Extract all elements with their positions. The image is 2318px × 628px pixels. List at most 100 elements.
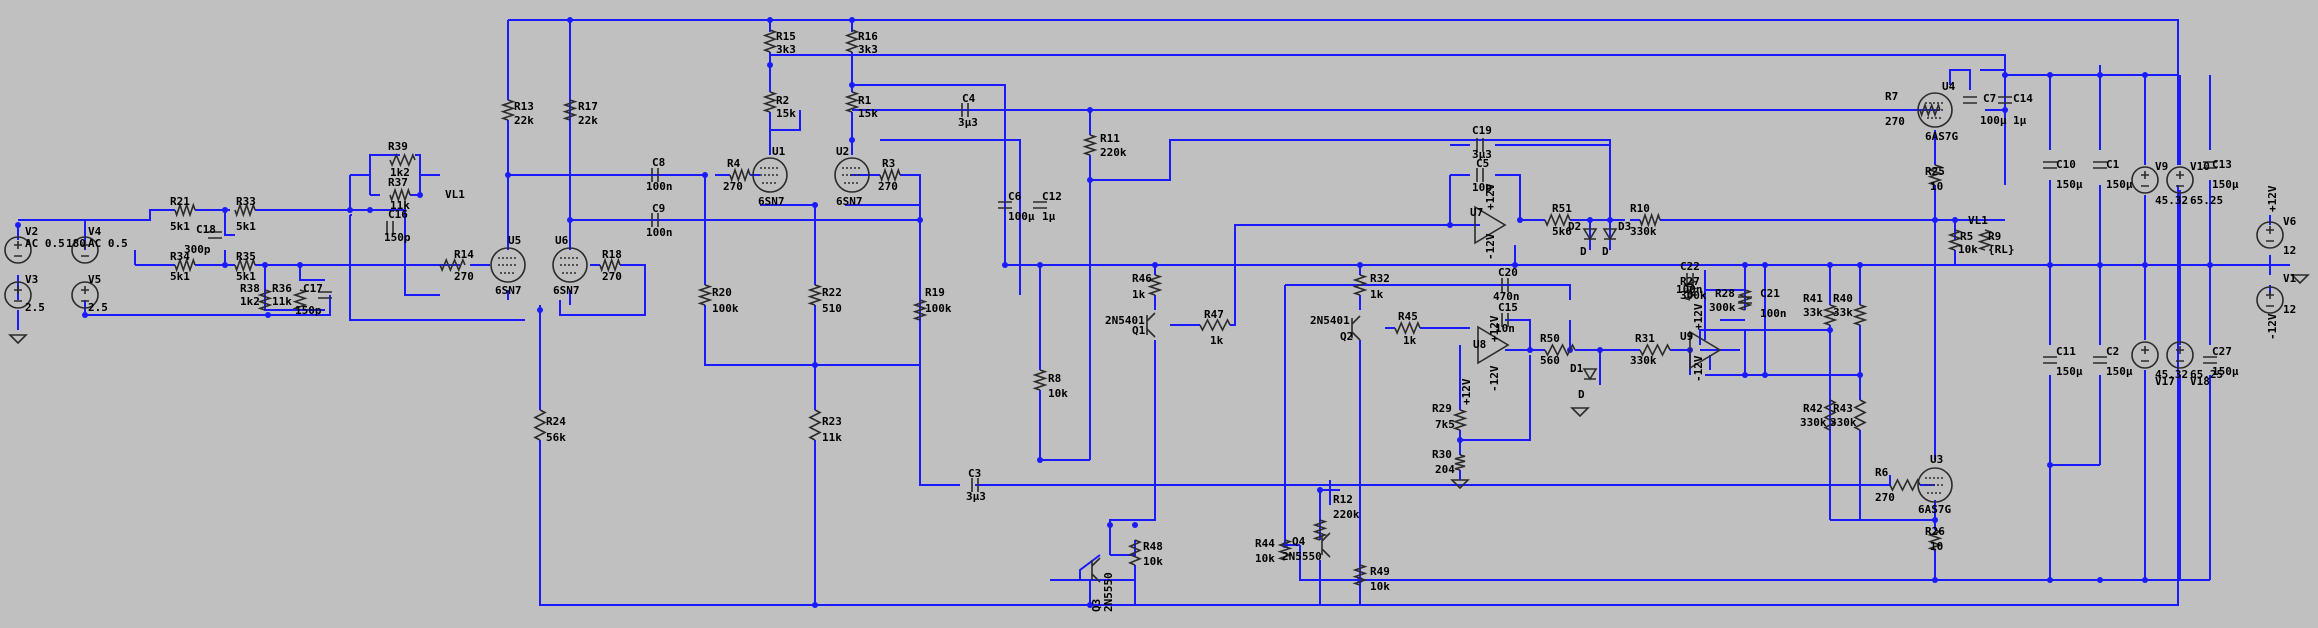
- val-R3: 270: [878, 180, 898, 193]
- val-C15: 10n: [1495, 322, 1515, 335]
- ref-R22: R22: [822, 286, 842, 299]
- resistor-symbol-R25: [1927, 164, 1943, 186]
- resistor-symbol-R42: [1823, 399, 1837, 431]
- val-R5: 10k: [1958, 243, 1978, 256]
- resistor-symbol-R35: [234, 257, 256, 273]
- ref-R15: R15: [776, 30, 796, 43]
- resistor-symbol-R21: [174, 202, 196, 218]
- v6-net-label: +12V: [2266, 185, 2279, 212]
- ref-Q3: Q3: [1090, 599, 1103, 612]
- resistor-symbol-R44: [1277, 539, 1293, 561]
- val-R7: 270: [1885, 115, 1905, 128]
- diode-symbol-D2: [1582, 228, 1598, 241]
- ref-C13: C13: [2212, 158, 2232, 171]
- ref-V10: V10: [2190, 160, 2210, 173]
- val-C10: 150µ: [2056, 178, 2083, 191]
- source-symbol-V1: [2256, 286, 2284, 314]
- resistor-symbol-R31: [1639, 343, 1671, 357]
- resistor-symbol-R30: [1454, 454, 1466, 471]
- ref-R19: R19: [925, 286, 945, 299]
- ref-C14: C14: [2013, 92, 2033, 105]
- ref-U7: U7: [1470, 206, 1483, 219]
- val-R42: 330k: [1800, 416, 1827, 429]
- ref-U4: U4: [1942, 80, 1956, 93]
- source-polarity-V17: [2141, 346, 2149, 362]
- val-C1: 150µ: [2106, 178, 2133, 191]
- ref-U1: U1: [772, 145, 786, 158]
- val-R20: 100k: [712, 302, 739, 315]
- ref-C22: C22: [1680, 260, 1700, 273]
- val-R14: 270: [454, 270, 474, 283]
- ref-R33: R33: [236, 195, 256, 208]
- ref-R14: R14: [454, 248, 474, 261]
- ref-R17: R17: [578, 100, 598, 113]
- ref-C21: C21: [1760, 287, 1780, 300]
- capacitor-symbol-C20: [1501, 278, 1509, 292]
- val-R16: 3k3: [858, 43, 878, 56]
- val-R10: 330k: [1630, 225, 1657, 238]
- resistor-symbol-R38: [257, 289, 273, 311]
- capacitor-symbol-C12: [1033, 201, 1047, 209]
- ref-R43: R43: [1833, 402, 1853, 415]
- val-R33: 5k1: [236, 220, 256, 233]
- ref-U8: U8: [1473, 338, 1486, 351]
- resistor-symbol-R22: [807, 284, 823, 306]
- capacitor-symbol-C13: [2203, 161, 2217, 169]
- ref-R48: R48: [1143, 540, 1163, 553]
- val-R39: 1k2: [390, 166, 410, 179]
- transistor-symbol-Q1: [1146, 312, 1156, 338]
- val-V2: AC 0.5: [25, 237, 65, 250]
- junctions: [15, 17, 2213, 608]
- ref-C5: C5: [1476, 157, 1489, 170]
- ref-R35: R35: [236, 250, 256, 263]
- ref-R4: R4: [727, 157, 741, 170]
- val-R31: 330k: [1630, 354, 1657, 367]
- val-R4: 270: [723, 180, 743, 193]
- val-Q3: 2N5550: [1102, 572, 1115, 612]
- val-C5: 10p: [1472, 181, 1492, 194]
- capacitor-symbol-C16: [386, 221, 394, 235]
- val-V4: AC 0.5: [88, 237, 128, 250]
- val-C17: 150p: [295, 304, 322, 317]
- ref-R41: R41: [1803, 292, 1823, 305]
- ref-R21: R21: [170, 195, 190, 208]
- capacitor-symbol-C5: [1476, 168, 1484, 182]
- ref-R32: R32: [1370, 272, 1390, 285]
- ref-V4: V4: [88, 225, 102, 238]
- resistor-symbol-R26: [1927, 529, 1943, 551]
- ref-R2: R2: [776, 94, 789, 107]
- source-polarity-V2: [14, 241, 22, 257]
- val-C8: 100n: [646, 180, 673, 193]
- ref-Q2: Q2: [1340, 330, 1353, 343]
- resistor-symbol-R1: [844, 91, 860, 113]
- source-polarity-V1: [2266, 291, 2274, 307]
- val-R24: 56k: [546, 431, 566, 444]
- ref-R23: R23: [822, 415, 842, 428]
- tube-electrodes-U5: [498, 257, 518, 274]
- val-U4: 6AS7G: [1925, 130, 1958, 143]
- ref-R51: R51: [1552, 202, 1572, 215]
- ref-V2: V2: [25, 225, 38, 238]
- val-C19: 3µ3: [1472, 148, 1492, 161]
- ref-U3: U3: [1930, 453, 1943, 466]
- v4-extra-label: 180: [66, 237, 86, 250]
- val-R43: 330k: [1830, 416, 1857, 429]
- resistor-symbol-R24: [533, 409, 547, 441]
- ref-R37: R37: [388, 176, 408, 189]
- opamp-symbol-U7: [1474, 205, 1507, 245]
- val-C20: 470n: [1493, 290, 1520, 303]
- tube-envelope-U5: [490, 247, 526, 283]
- ref-R39: R39: [388, 140, 408, 153]
- ref-R20: R20: [712, 286, 732, 299]
- capacitor-symbol-C8: [651, 168, 659, 182]
- source-symbol-V4: [71, 236, 99, 264]
- val-R21: 5k1: [170, 220, 190, 233]
- ref-V17: V17: [2155, 375, 2175, 388]
- ref-C10: C10: [2056, 158, 2076, 171]
- vn-U9: -12V: [1692, 355, 1705, 382]
- v1-net-label: -12V: [2266, 313, 2279, 340]
- val-C22: 100n: [1676, 283, 1703, 296]
- ref-C7: C7: [1983, 92, 1996, 105]
- tube-envelope-U4: [1917, 92, 1953, 128]
